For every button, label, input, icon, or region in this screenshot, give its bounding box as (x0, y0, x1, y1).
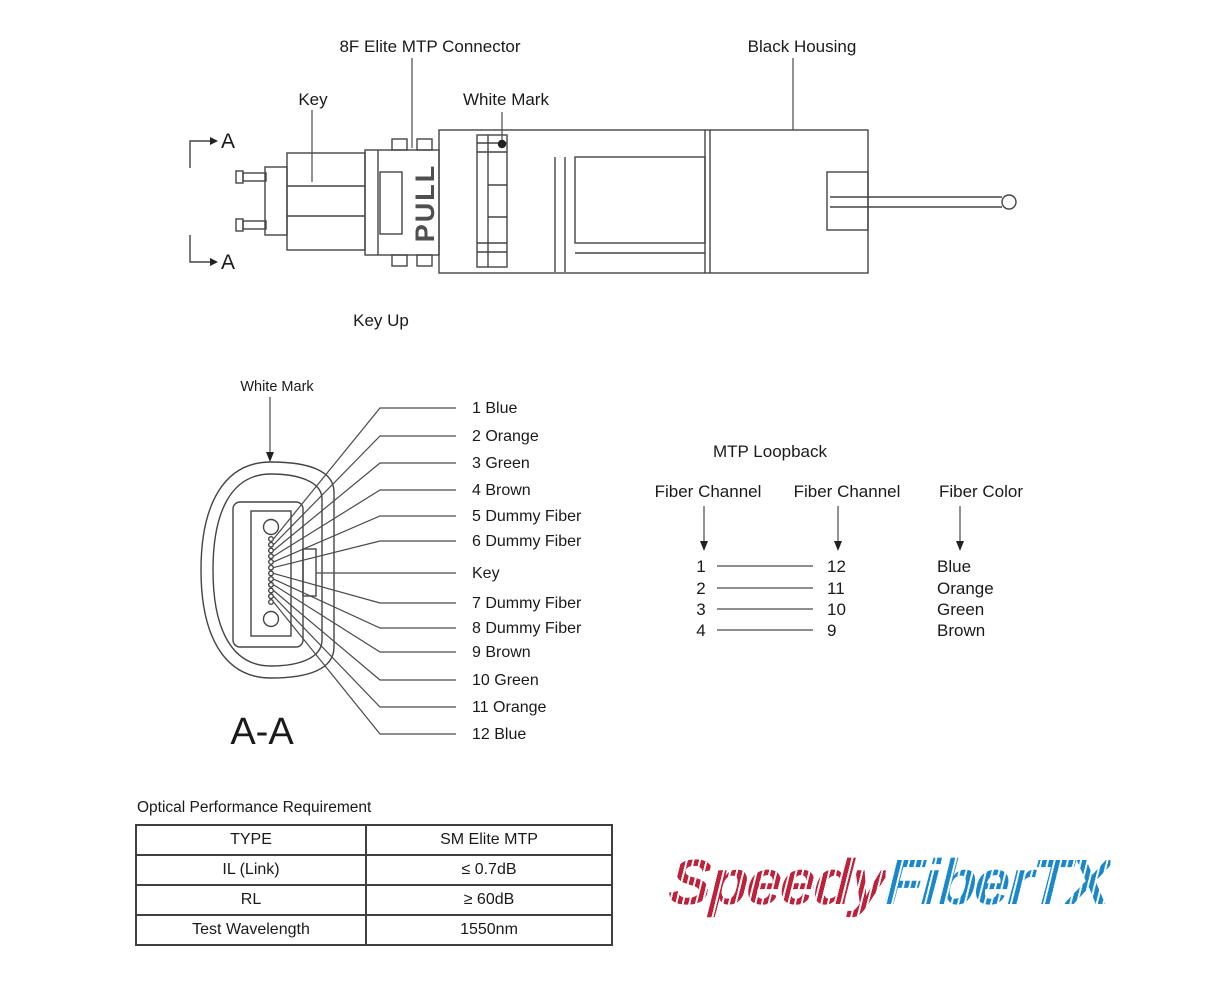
param-cell: Test Wavelength (135, 914, 367, 946)
fiber-holes (268, 536, 275, 606)
fiber-label: 4 Brown (472, 482, 531, 499)
arrow-right-icon (210, 258, 218, 266)
guide-pin-hole-top (262, 518, 280, 536)
connector-side-view: A A PULL (189, 37, 1017, 330)
loopback-header-3: Fiber Color (939, 482, 1023, 501)
value-cell: SM Elite MTP (365, 824, 613, 856)
arrow-down-icon (700, 541, 708, 551)
section-marker-bottom: A (189, 235, 235, 274)
channel-from: 1 (696, 557, 705, 576)
connector-callout: 8F Elite MTP Connector (339, 37, 520, 56)
value-cell: ≥ 60dB (365, 884, 613, 916)
key-callout: Key (298, 90, 328, 109)
channel-to: 12 (827, 557, 846, 576)
fiber-label: 5 Dummy Fiber (472, 508, 582, 525)
fiber-label: 8 Dummy Fiber (472, 620, 582, 637)
fiber-color: Green (937, 600, 984, 619)
fiber-label: 2 Orange (472, 428, 539, 445)
table-row: RL ≥ 60dB (135, 884, 613, 916)
guide-pins (235, 170, 267, 232)
section-letter-top: A (221, 130, 235, 153)
white-mark-callout: White Mark (463, 90, 549, 109)
fiber-label: 10 Green (472, 672, 539, 689)
aa-cross-section: White Mark 1 Blue 2 Orange 3 Green 4 Bro… (200, 379, 582, 753)
channel-to: 9 (827, 621, 836, 640)
outer-shell-outline (200, 461, 335, 679)
key-notch (302, 548, 317, 597)
arrow-down-icon (834, 541, 842, 551)
key-up-caption: Key Up (353, 311, 409, 330)
aa-white-mark-callout: White Mark (240, 379, 314, 395)
param-cell: IL (Link) (135, 854, 367, 886)
performance-table: TYPE SM Elite MTP IL (Link) ≤ 0.7dB RL ≥… (135, 824, 613, 946)
loopback-cable (830, 194, 1017, 210)
table-row: TYPE SM Elite MTP (135, 824, 613, 856)
loopback-rows: 1 12 Blue 2 11 Orange 3 10 Green 4 9 Bro… (696, 557, 993, 640)
param-cell: TYPE (135, 824, 367, 856)
table-row: Test Wavelength 1550nm (135, 914, 613, 946)
performance-table-title: Optical Performance Requirement (137, 799, 372, 816)
fiber-label: 3 Green (472, 455, 530, 472)
fiber-label: 6 Dummy Fiber (472, 533, 582, 550)
optical-performance-section: Optical Performance Requirement TYPE SM … (135, 799, 613, 946)
param-cell: RL (135, 884, 367, 916)
inner-shell-outline (212, 473, 323, 667)
logo-text-speedy: Speedy (666, 846, 888, 918)
fiber-color: Blue (937, 557, 971, 576)
arrow-down-icon (956, 541, 964, 551)
fiber-label: 1 Blue (472, 400, 517, 417)
loopback-header-2: Fiber Channel (794, 482, 901, 501)
fiber-label: 7 Dummy Fiber (472, 595, 582, 612)
fiber-labels: 1 Blue 2 Orange 3 Green 4 Brown 5 Dummy … (472, 400, 582, 743)
channel-from: 2 (696, 579, 705, 598)
section-marker-top: A (189, 130, 235, 168)
fiber-label: 11 Orange (472, 699, 547, 716)
fiber-color: Brown (937, 621, 985, 640)
channel-to: 10 (827, 600, 846, 619)
white-mark-dot (497, 139, 507, 149)
fiber-label: Key (472, 565, 500, 582)
push-pull-housing: PULL (364, 138, 440, 267)
connector-body (286, 152, 366, 251)
section-letter-bottom: A (221, 251, 235, 274)
channel-to: 11 (827, 579, 845, 598)
loopback-header-arrows (700, 506, 964, 551)
guide-pin-hole-bottom (262, 610, 280, 628)
table-row: IL (Link) ≤ 0.7dB (135, 854, 613, 886)
fiber-label: 9 Brown (472, 644, 531, 661)
channel-from: 3 (696, 600, 705, 619)
ferrule-face (250, 510, 292, 637)
loopback-title: MTP Loopback (713, 442, 828, 461)
section-title: A-A (230, 711, 294, 753)
value-cell: ≤ 0.7dB (365, 854, 613, 886)
black-housing-body (438, 129, 869, 274)
fiber-label: 12 Blue (472, 726, 526, 743)
loopback-header-1: Fiber Channel (655, 482, 762, 501)
brand-logo: SpeedyFiberTX (664, 845, 1191, 950)
black-housing-callout: Black Housing (748, 37, 857, 56)
cable-loop-end (1001, 194, 1017, 210)
arrow-down-icon (266, 452, 274, 462)
arrow-right-icon (210, 137, 218, 145)
loopback-map: MTP Loopback Fiber Channel Fiber Channel… (655, 442, 1024, 640)
value-cell: 1550nm (365, 914, 613, 946)
fiber-fan-lines (273, 407, 456, 735)
pull-text: PULL (410, 164, 440, 243)
channel-from: 4 (696, 621, 705, 640)
cable-exit-block (826, 171, 869, 231)
fiber-color: Orange (937, 579, 994, 598)
logo-text-fibertx: FiberTX (882, 846, 1112, 918)
ferrule-block (264, 166, 288, 236)
